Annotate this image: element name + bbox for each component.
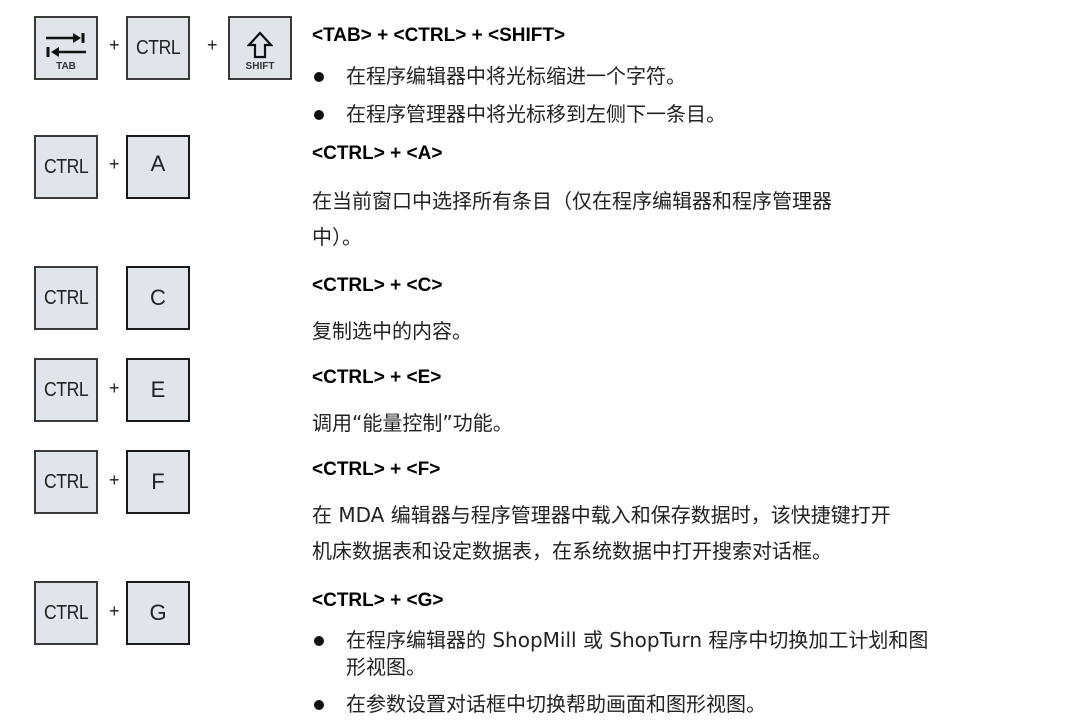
bullet-icon <box>314 700 324 710</box>
c-key: C <box>126 266 190 330</box>
shift-key-label: SHIFT <box>245 61 275 72</box>
bullet-icon <box>314 110 324 120</box>
ctrl-key: CTRL <box>34 581 98 645</box>
ctrl-key-label: CTRL <box>43 470 89 493</box>
ctrl-key: CTRL <box>34 266 98 330</box>
plus-sign: + <box>109 470 120 490</box>
shortcut-bullet-list: 在程序编辑器中将光标缩进一个字符。 在程序管理器中将光标移到左侧下一条目。 <box>312 63 726 128</box>
ctrl-key-label: CTRL <box>43 286 89 309</box>
shortcut-description: 在当前窗口中选择所有条目（仅在程序编辑器和程序管理器 中）。 <box>312 189 832 249</box>
plus-sign: + <box>109 378 120 398</box>
ctrl-key-label: CTRL <box>135 36 181 59</box>
bullet-item: 在程序编辑器的 ShopMill 或 ShopTurn 程序中切换加工计划和图 … <box>312 627 928 681</box>
shift-key: SHIFT <box>228 16 292 80</box>
plus-sign: + <box>109 154 120 174</box>
plus-sign: + <box>207 35 218 55</box>
a-key: A <box>126 135 190 199</box>
bullet-icon <box>314 636 324 646</box>
tab-key-label: TAB <box>56 61 76 72</box>
ctrl-key-label: CTRL <box>43 155 89 178</box>
shortcut-heading: <TAB> + <CTRL> + <SHIFT> <box>312 25 566 46</box>
plus-sign: + <box>109 35 120 55</box>
tab-key: TAB <box>34 16 98 80</box>
ctrl-key-label: CTRL <box>43 601 89 624</box>
e-key-label: E <box>150 377 166 402</box>
shortcut-description: 复制选中的内容。 <box>312 319 472 343</box>
shortcut-bullet-list: 在程序编辑器的 ShopMill 或 ShopTurn 程序中切换加工计划和图 … <box>312 627 928 718</box>
shortcut-heading: <CTRL> + <A> <box>312 143 443 164</box>
f-key-label: F <box>151 469 165 494</box>
ctrl-key: CTRL <box>34 450 98 514</box>
bullet-item: 在程序管理器中将光标移到左侧下一条目。 <box>312 101 726 128</box>
bullet-item: 在参数设置对话框中切换帮助画面和图形视图。 <box>312 691 928 718</box>
ctrl-key: CTRL <box>34 358 98 422</box>
a-key-label: A <box>150 151 166 176</box>
f-key: F <box>126 450 190 514</box>
shortcut-description: 调用“能量控制”功能。 <box>312 411 513 435</box>
shortcut-heading: <CTRL> + <G> <box>312 590 444 611</box>
shortcut-heading: <CTRL> + <E> <box>312 367 442 388</box>
bullet-item: 在程序编辑器中将光标缩进一个字符。 <box>312 63 726 90</box>
g-key: G <box>126 581 190 645</box>
ctrl-key: CTRL <box>34 135 98 199</box>
shortcut-description: 在 MDA 编辑器与程序管理器中载入和保存数据时，该快捷键打开 机床数据表和设定… <box>312 503 891 563</box>
shift-arrow-icon <box>247 31 273 59</box>
e-key: E <box>126 358 190 422</box>
plus-sign: + <box>109 601 120 621</box>
bullet-icon <box>314 72 324 82</box>
shortcut-heading: <CTRL> + <F> <box>312 459 441 480</box>
tab-arrows-icon <box>46 33 86 57</box>
ctrl-key: CTRL <box>126 16 190 80</box>
g-key-label: G <box>149 600 167 625</box>
ctrl-key-label: CTRL <box>43 378 89 401</box>
shortcut-heading: <CTRL> + <C> <box>312 275 443 296</box>
c-key-label: C <box>150 285 166 310</box>
